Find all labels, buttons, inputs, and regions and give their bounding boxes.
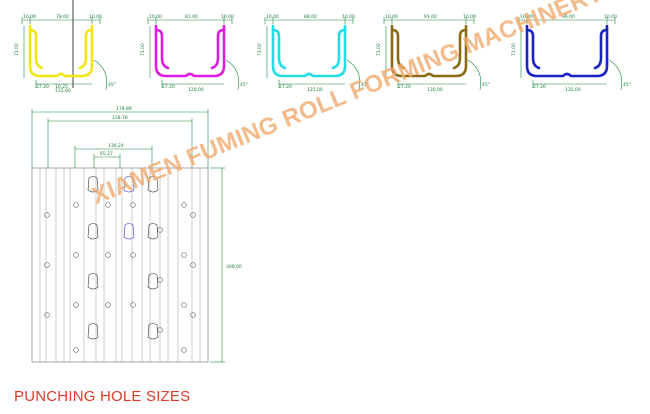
profile-top-dim: 10.00 <box>221 14 234 20</box>
profile-4: 10.00 91.00 10.00 71.00 45° 27.20 130.00 <box>376 14 490 93</box>
profile-bottom-dim: 27.20 <box>533 84 546 90</box>
sheet-height: 300.00 <box>226 264 242 270</box>
punch-hole <box>130 252 136 258</box>
punch-hole <box>73 347 79 353</box>
sheet-width-inner: 128.78 <box>112 115 128 121</box>
punch-hole <box>130 202 136 208</box>
profile-top-dim: 10.00 <box>149 14 162 20</box>
slot-span-outer: 136.24 <box>108 143 124 149</box>
punch-slot <box>87 176 99 193</box>
profile-top-dim: 10.00 <box>604 14 617 20</box>
profile-2: 10.00 81.00 10.00 71.00 45° 27.20 120.00 <box>140 14 248 93</box>
profile-angle-dim: 45° <box>623 82 631 88</box>
punch-hole <box>105 202 111 208</box>
profile-top-dim: 81.00 <box>185 14 198 20</box>
punching-hole-caption: PUNCHING HOLE SIZES <box>14 388 191 405</box>
profile-top-dim: 91.00 <box>424 14 437 20</box>
profile-bottom-dim: 27.20 <box>398 84 411 90</box>
profile-angle-dim: 45° <box>482 82 490 88</box>
slot-span-inner: 65.27 <box>100 151 113 157</box>
punch-slot <box>87 223 99 240</box>
punch-hole <box>73 202 79 208</box>
profile-bottom-dim: 27.20 <box>162 84 175 90</box>
punch-hole <box>181 252 187 258</box>
profile-bottom-dim: 120.00 <box>188 87 204 93</box>
profile-top-dim: 10.00 <box>266 14 279 20</box>
profile-height-dim: 71.00 <box>511 43 517 56</box>
profile-height-dim: 71.00 <box>376 43 382 56</box>
profile-bottom-dim: 27.20 <box>36 84 49 90</box>
punch-slot <box>87 273 99 290</box>
profile-top-dim: 10.00 <box>463 14 476 20</box>
profile-height-dim: 71.00 <box>140 43 146 56</box>
profile-top-dim: 10.00 <box>520 14 533 20</box>
profile-top-dim: 10.00 <box>342 14 355 20</box>
punch-slot <box>123 176 135 193</box>
punched-sheet: 178.89 128.78 136.24 65.27 300.00 <box>31 106 242 363</box>
profile-height-dim: 71.00 <box>257 43 263 56</box>
profile-top-dim: 78.00 <box>56 14 69 20</box>
punch-slot <box>123 223 135 240</box>
profile-angle-dim: 45° <box>108 82 116 88</box>
punch-hole <box>44 262 50 268</box>
profile-top-dim: 10.00 <box>385 14 398 20</box>
profile-top-dim: 88.00 <box>304 14 317 20</box>
profile-bottom-dim: 115.60 <box>55 88 71 94</box>
punch-hole <box>44 312 50 318</box>
punch-hole <box>105 302 111 308</box>
profile-bottom-dim: 135.00 <box>565 87 581 93</box>
profile-angle-dim: 45° <box>240 82 248 88</box>
profile-top-dim: 10.00 <box>89 14 102 20</box>
punch-hole <box>181 302 187 308</box>
profile-angle-dim: 45° <box>361 82 369 88</box>
punch-hole <box>130 302 136 308</box>
punch-hole <box>73 302 79 308</box>
profile-bottom-dim: 27.20 <box>279 84 292 90</box>
profile-3: 10.00 88.00 10.00 71.00 45° 27.20 125.00 <box>257 14 369 93</box>
punch-slot <box>147 273 159 290</box>
punch-hole <box>105 252 111 258</box>
punch-hole <box>181 347 187 353</box>
profile-height-dim: 71.00 <box>14 43 20 56</box>
punch-slot <box>147 223 159 240</box>
profile-bottom-dim: 10.25 <box>55 84 68 90</box>
profile-bottom-dim: 125.00 <box>307 87 323 93</box>
punch-hole <box>190 262 196 268</box>
punch-hole <box>44 212 50 218</box>
profile-top-dim: 10.00 <box>23 14 36 20</box>
profile-bottom-dim: 130.00 <box>427 87 443 93</box>
punch-slot <box>147 323 159 340</box>
profile-top-dim: 96.00 <box>562 14 575 20</box>
punch-hole <box>190 312 196 318</box>
punch-slot <box>147 176 159 193</box>
punch-hole <box>181 202 187 208</box>
sheet-width-outer: 178.89 <box>116 106 132 112</box>
profile-5: 10.00 96.00 10.00 71.00 45° 27.20 135.00 <box>511 14 631 93</box>
punch-hole <box>73 252 79 258</box>
punch-slot <box>87 323 99 340</box>
punch-hole <box>190 212 196 218</box>
